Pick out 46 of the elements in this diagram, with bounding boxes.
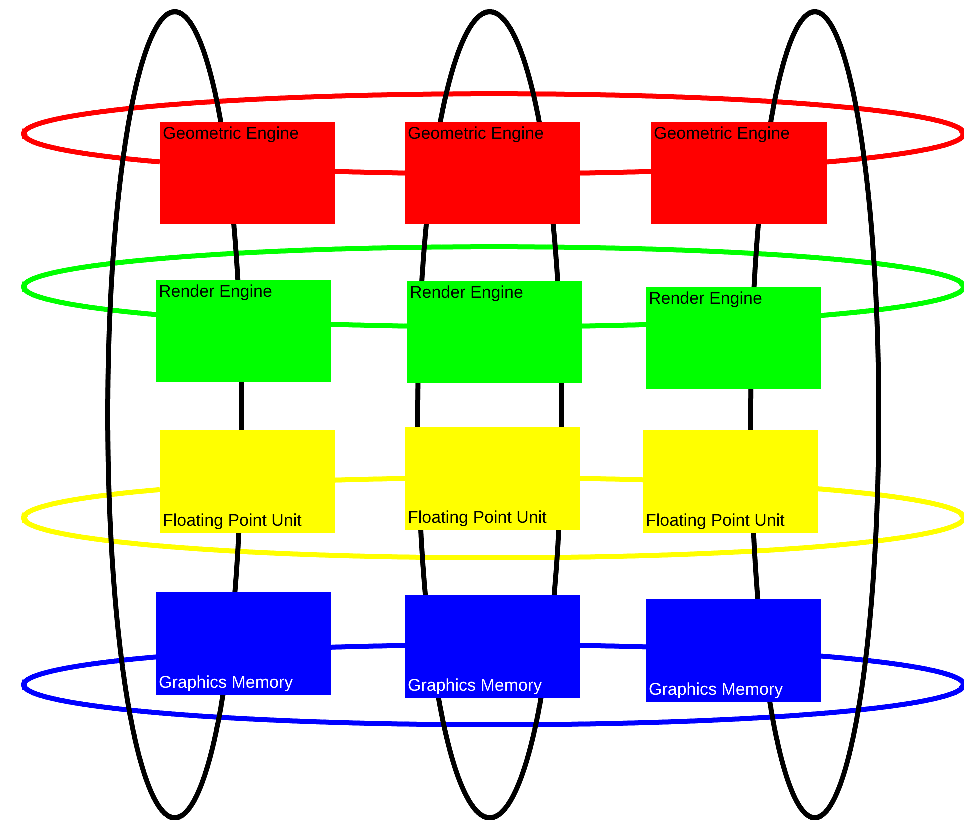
ring-connector bbox=[552, 528, 562, 598]
ring-connector bbox=[22, 486, 964, 560]
unit-box bbox=[156, 592, 331, 695]
ring-connector bbox=[329, 643, 408, 650]
unit-box bbox=[646, 287, 821, 389]
ring-connector bbox=[438, 10, 542, 124]
unit-label: Floating Point Unit bbox=[163, 511, 303, 531]
unit-label: Floating Point Unit bbox=[408, 508, 548, 528]
ring-connector bbox=[752, 222, 762, 290]
ring-connector bbox=[420, 222, 430, 284]
unit-label: Graphics Memory bbox=[649, 680, 784, 700]
unit-box bbox=[405, 427, 580, 530]
unit-box bbox=[646, 599, 821, 702]
ring-connector bbox=[22, 92, 964, 165]
unit-label: Render Engine bbox=[410, 283, 524, 303]
unit-box bbox=[405, 595, 580, 698]
unit-box bbox=[405, 122, 580, 224]
ring-connector bbox=[329, 322, 410, 329]
unit-label: Geometric Engine bbox=[408, 124, 546, 144]
unit-box bbox=[407, 281, 582, 383]
unit-label: Render Engine bbox=[649, 289, 764, 309]
ring-connector bbox=[239, 380, 244, 432]
unit-label: Geometric Engine bbox=[654, 124, 792, 144]
unit-box bbox=[651, 122, 827, 224]
unit-label: Render Engine bbox=[159, 282, 274, 302]
ring-connector bbox=[748, 387, 754, 432]
ring-connector bbox=[22, 654, 964, 728]
ring-connector bbox=[22, 244, 964, 318]
ring-connector bbox=[751, 530, 761, 601]
unit-label: Graphics Memory bbox=[408, 676, 544, 696]
ring-connector bbox=[416, 381, 421, 429]
ring-connector bbox=[106, 10, 226, 820]
unit-box bbox=[160, 430, 335, 533]
ring-connector bbox=[768, 10, 882, 820]
unit-label: Graphics Memory bbox=[159, 673, 294, 693]
ring-connector bbox=[436, 696, 544, 820]
ring-connector bbox=[559, 381, 564, 429]
unit-label: Geometric Engine bbox=[163, 124, 300, 144]
unit-label: Floating Point Unit bbox=[646, 511, 786, 531]
ring-connector bbox=[418, 528, 428, 598]
unit-box bbox=[643, 430, 818, 533]
ring-connector bbox=[550, 222, 560, 284]
unit-box bbox=[156, 280, 331, 382]
unit-box bbox=[160, 122, 335, 224]
ring-connector bbox=[232, 222, 241, 282]
ring-connector bbox=[232, 530, 242, 594]
